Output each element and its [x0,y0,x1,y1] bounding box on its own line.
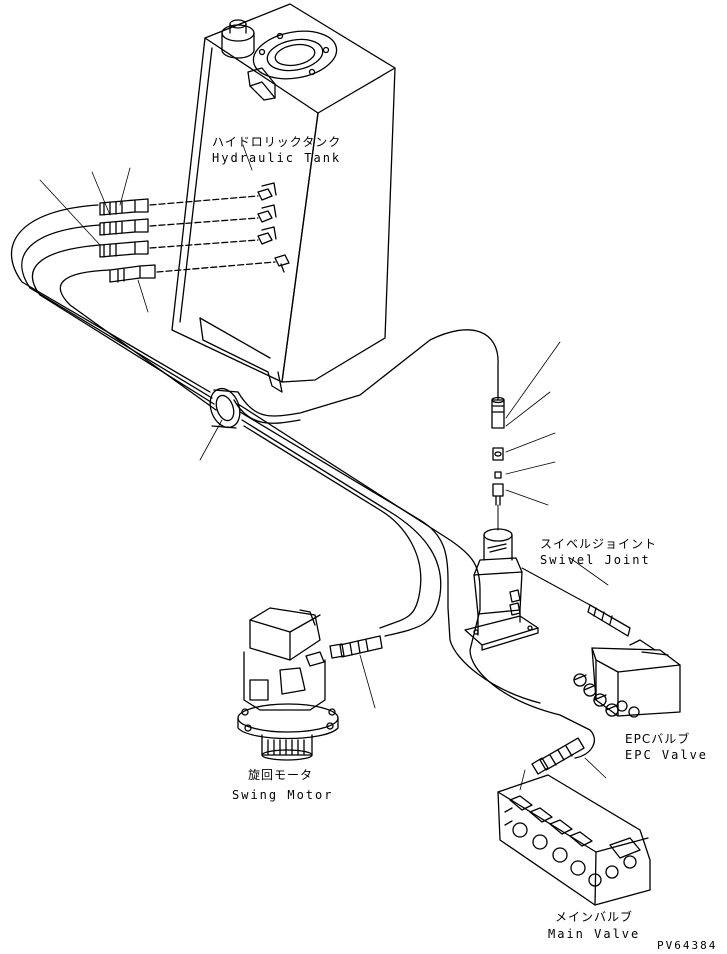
swing-motor [237,607,383,761]
swing-motor-label-jp: 旋回モータ [248,768,314,782]
swivel-joint-label-en: Swivel Joint [540,553,651,567]
drawing-number: PV64384 [657,939,718,952]
main-valve [497,737,651,906]
hose-fittings [39,167,290,461]
swivel-joint [464,528,631,651]
epc-valve-label-en: EPC Valve [625,748,709,762]
main-valve-label-en: Main Valve [548,927,641,941]
hydraulic-tank [171,3,396,393]
swivel-joint-label-jp: スイベルジョイント [540,537,658,551]
hydraulic-tank-label-en: Hydraulic Tank [212,151,342,165]
hose-bundle [10,204,595,759]
grommet [209,387,241,429]
main-valve-label-jp: メインバルブ [555,910,634,924]
epc-valve [573,639,681,718]
hydraulic-tank-label-jp: ハイドロリックタンク [212,135,342,149]
epc-valve-label-jp: EPCバルブ [625,732,691,746]
swing-motor-label-en: Swing Motor [232,788,334,802]
return-hose [233,329,561,531]
